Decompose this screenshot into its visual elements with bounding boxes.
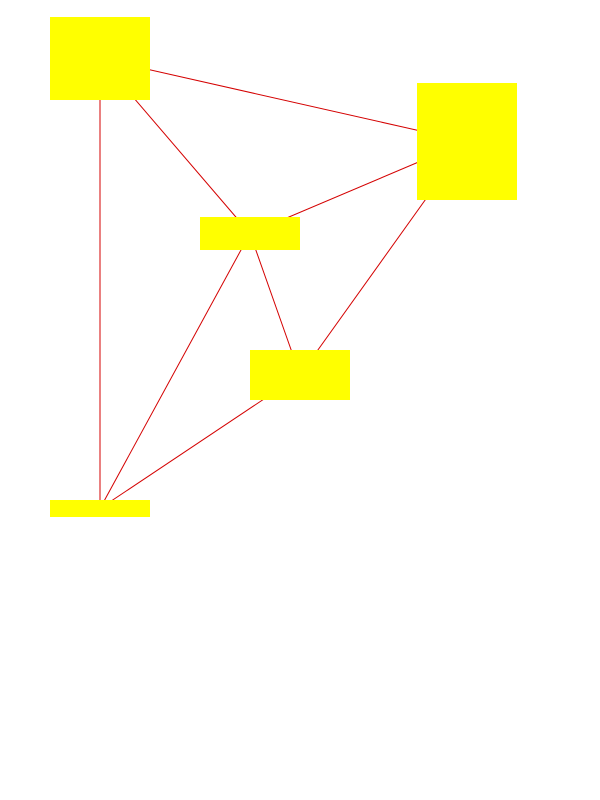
- node-5: [50, 500, 150, 517]
- node-1: [50, 17, 150, 100]
- edge-node-3-node-5: [99, 233, 251, 509]
- node-2: [417, 83, 517, 200]
- nodes-layer: [50, 17, 517, 517]
- node-3-box: [200, 217, 300, 250]
- edges-layer: [99, 58, 468, 509]
- node-1-box: [50, 17, 150, 100]
- node-3: [200, 217, 300, 250]
- node-4: [250, 350, 350, 400]
- node-2-box: [417, 83, 517, 200]
- node-4-box: [250, 350, 350, 400]
- edge-node-1-node-2: [99, 58, 468, 142]
- node-5-box: [50, 500, 150, 517]
